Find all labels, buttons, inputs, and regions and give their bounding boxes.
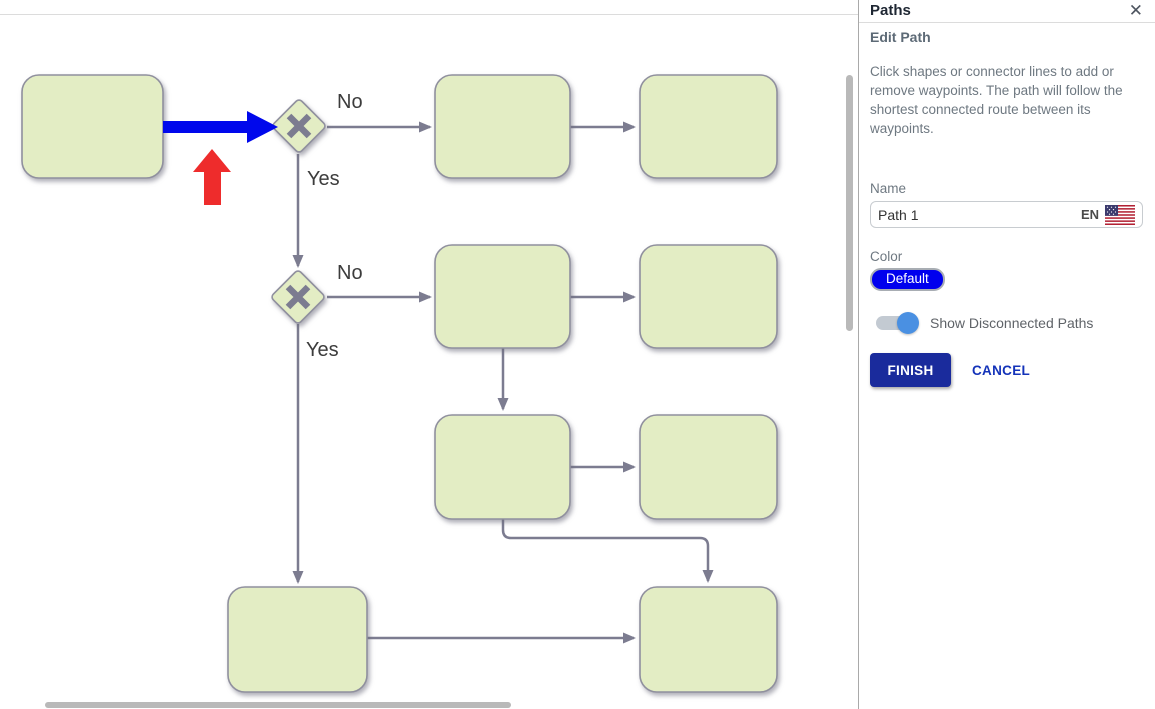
- horizontal-scrollbar-thumb[interactable]: [45, 702, 511, 708]
- attention-arrow-icon: [193, 149, 231, 205]
- task-box-r3c3[interactable]: [639, 414, 778, 520]
- vertical-scrollbar-thumb[interactable]: [846, 75, 853, 331]
- paths-panel-header: Paths ✕: [859, 0, 1155, 23]
- us-flag-icon[interactable]: [1105, 204, 1135, 225]
- highlighted-path-arrow: [163, 111, 278, 143]
- gateway1-yes-label: Yes: [307, 168, 340, 190]
- diagram-canvas[interactable]: No Yes No Yes: [0, 0, 858, 709]
- gateway-2[interactable]: [270, 269, 325, 324]
- cancel-button[interactable]: CANCEL: [972, 362, 1031, 378]
- edit-path-heading: Edit Path: [870, 29, 931, 45]
- panel-actions: FINISH CANCEL: [870, 353, 1144, 387]
- task-box-r2c3[interactable]: [639, 244, 778, 349]
- language-code-label: EN: [1080, 207, 1099, 222]
- task-box-r1c2[interactable]: [434, 74, 571, 179]
- task-box-r1c1[interactable]: [21, 74, 164, 179]
- finish-button[interactable]: FINISH: [870, 353, 951, 387]
- task-box-r1c3[interactable]: [639, 74, 778, 179]
- show-disconnected-toggle[interactable]: [876, 312, 919, 334]
- paths-panel: Paths ✕ Edit Path Click shapes or connec…: [858, 0, 1155, 709]
- edit-path-description: Click shapes or connector lines to add o…: [870, 64, 1123, 136]
- name-input-group: EN: [870, 201, 1143, 228]
- close-icon[interactable]: ✕: [1128, 1, 1143, 20]
- task-box-r2c2[interactable]: [434, 244, 571, 349]
- gateway-1[interactable]: [271, 98, 326, 153]
- task-box-r4c1[interactable]: [227, 586, 368, 693]
- gateway2-no-label: No: [337, 262, 363, 284]
- toggle-knob: [897, 312, 919, 334]
- task-box-r4c3[interactable]: [639, 586, 778, 693]
- gateway2-yes-label: Yes: [306, 339, 339, 361]
- panel-title: Paths: [870, 2, 911, 19]
- name-label: Name: [870, 181, 907, 196]
- gateway1-no-label: No: [337, 91, 363, 113]
- paths-panel-body: Edit Path Click shapes or connector line…: [859, 23, 1155, 387]
- show-disconnected-row: Show Disconnected Paths: [870, 312, 1144, 334]
- connector-r3c2-r4c3[interactable]: [501, 519, 714, 583]
- name-input[interactable]: [878, 206, 1081, 223]
- task-box-r3c2[interactable]: [434, 414, 571, 520]
- color-label: Color: [870, 249, 903, 264]
- show-disconnected-label: Show Disconnected Paths: [930, 315, 1094, 331]
- color-default-button[interactable]: Default: [870, 268, 945, 291]
